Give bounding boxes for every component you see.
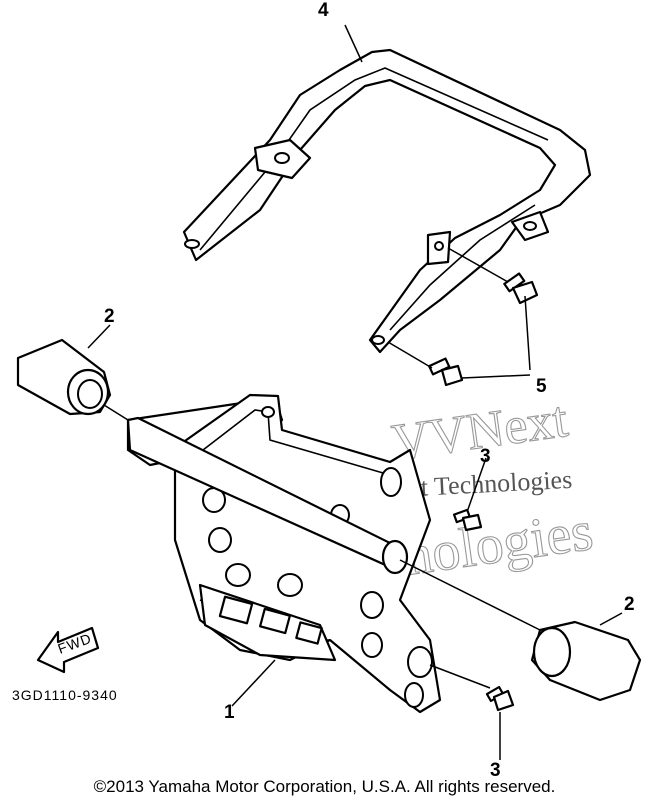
part-3-bolt-top (452, 508, 483, 532)
part-2-left-cap (16, 338, 112, 416)
drawing-code: 3GD1110-9340 (12, 687, 118, 703)
callout-2-left: 2 (104, 306, 115, 327)
bolt-lower (428, 357, 464, 387)
cross-tube (126, 416, 409, 575)
callout-3-bottom: 3 (490, 760, 501, 781)
callout-5: 5 (536, 376, 547, 397)
part-3-bolt-bottom (485, 685, 515, 712)
part-5-bolts (387, 247, 539, 387)
callout-4: 4 (318, 0, 329, 21)
callout-2-right: 2 (624, 594, 635, 615)
copyright-notice: ©2013 Yamaha Motor Corporation, U.S.A. A… (93, 777, 556, 796)
fwd-arrow-icon: FWD (36, 626, 100, 674)
callout-3-top: 3 (480, 446, 491, 467)
part-4-grab-bar (182, 48, 592, 354)
bolt-upper (503, 272, 539, 305)
callout-1: 1 (224, 702, 235, 723)
part-2-right-cap (530, 620, 642, 702)
